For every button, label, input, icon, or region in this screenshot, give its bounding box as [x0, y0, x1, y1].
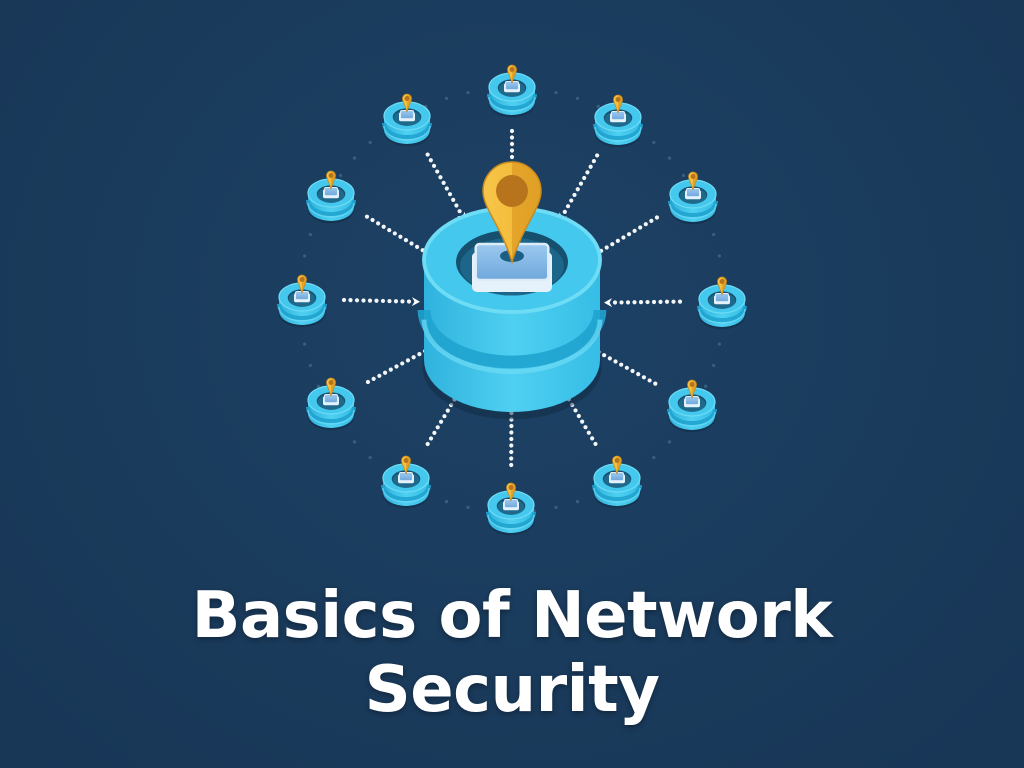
satellite-node: [487, 64, 537, 118]
satellite-node: [306, 377, 356, 431]
ring-dot: [596, 104, 600, 108]
central-hub: [417, 161, 607, 420]
ring-dot: [575, 96, 580, 100]
connector-arrow: [364, 214, 433, 256]
pin-core: [496, 175, 528, 207]
pin-core: [328, 380, 334, 385]
ring-dot: [704, 384, 708, 388]
satellite-node: [277, 274, 327, 328]
ring-dot: [652, 140, 656, 145]
connector-arrow: [425, 152, 466, 221]
satellite-node: [668, 171, 718, 225]
pin-core: [328, 173, 334, 178]
title-line-1: Basics of Network: [191, 579, 833, 653]
ring-dot: [667, 156, 672, 160]
arrowhead-icon: [604, 298, 613, 308]
ring-dot: [444, 96, 449, 100]
connector-arrow: [559, 153, 600, 222]
pin-core: [404, 96, 410, 101]
ring-dot: [308, 363, 312, 368]
pin-core: [614, 458, 620, 463]
ring-dot: [316, 384, 320, 388]
ring-dot: [444, 500, 449, 504]
title-line-2: Security: [364, 653, 660, 727]
pin-core: [508, 485, 514, 490]
pin-core: [689, 382, 695, 387]
ring-dot: [466, 505, 470, 509]
ring-dot: [338, 173, 343, 177]
ring-dot: [352, 156, 357, 160]
satellite-node: [697, 276, 747, 330]
ring-dot: [717, 342, 721, 346]
ring-dot: [712, 363, 716, 368]
ring-dot: [466, 91, 470, 95]
ring-dot: [554, 91, 558, 95]
pin-core: [690, 174, 696, 179]
ring-dot: [352, 440, 357, 444]
connector-arrow: [591, 215, 660, 257]
ring-dot: [303, 254, 307, 258]
pin-core: [299, 277, 305, 282]
satellite-node: [381, 455, 431, 509]
ring-dot: [712, 232, 716, 237]
ring-dot: [652, 455, 656, 460]
satellite-node: [306, 170, 356, 224]
connector-arrow: [604, 298, 683, 308]
arrowhead-icon: [411, 297, 420, 307]
pin-core: [403, 458, 409, 463]
ring-dot: [308, 232, 312, 237]
pin-core: [509, 67, 515, 72]
satellite-node: [667, 379, 717, 433]
pin-core: [615, 97, 621, 102]
satellite-node: [382, 93, 432, 147]
satellite-nodes: [277, 64, 747, 536]
ring-dot: [717, 254, 721, 258]
ring-dot: [554, 505, 558, 509]
pin-core: [719, 279, 725, 284]
connector-arrow: [341, 297, 420, 307]
ring-dot: [575, 500, 580, 504]
ring-dot: [681, 173, 686, 177]
ring-dot: [368, 140, 372, 145]
ring-dot: [667, 440, 672, 444]
satellite-node: [592, 455, 642, 509]
satellite-node: [486, 482, 536, 536]
ring-dot: [368, 455, 372, 460]
ring-dot: [303, 342, 307, 346]
satellite-node: [593, 94, 643, 148]
